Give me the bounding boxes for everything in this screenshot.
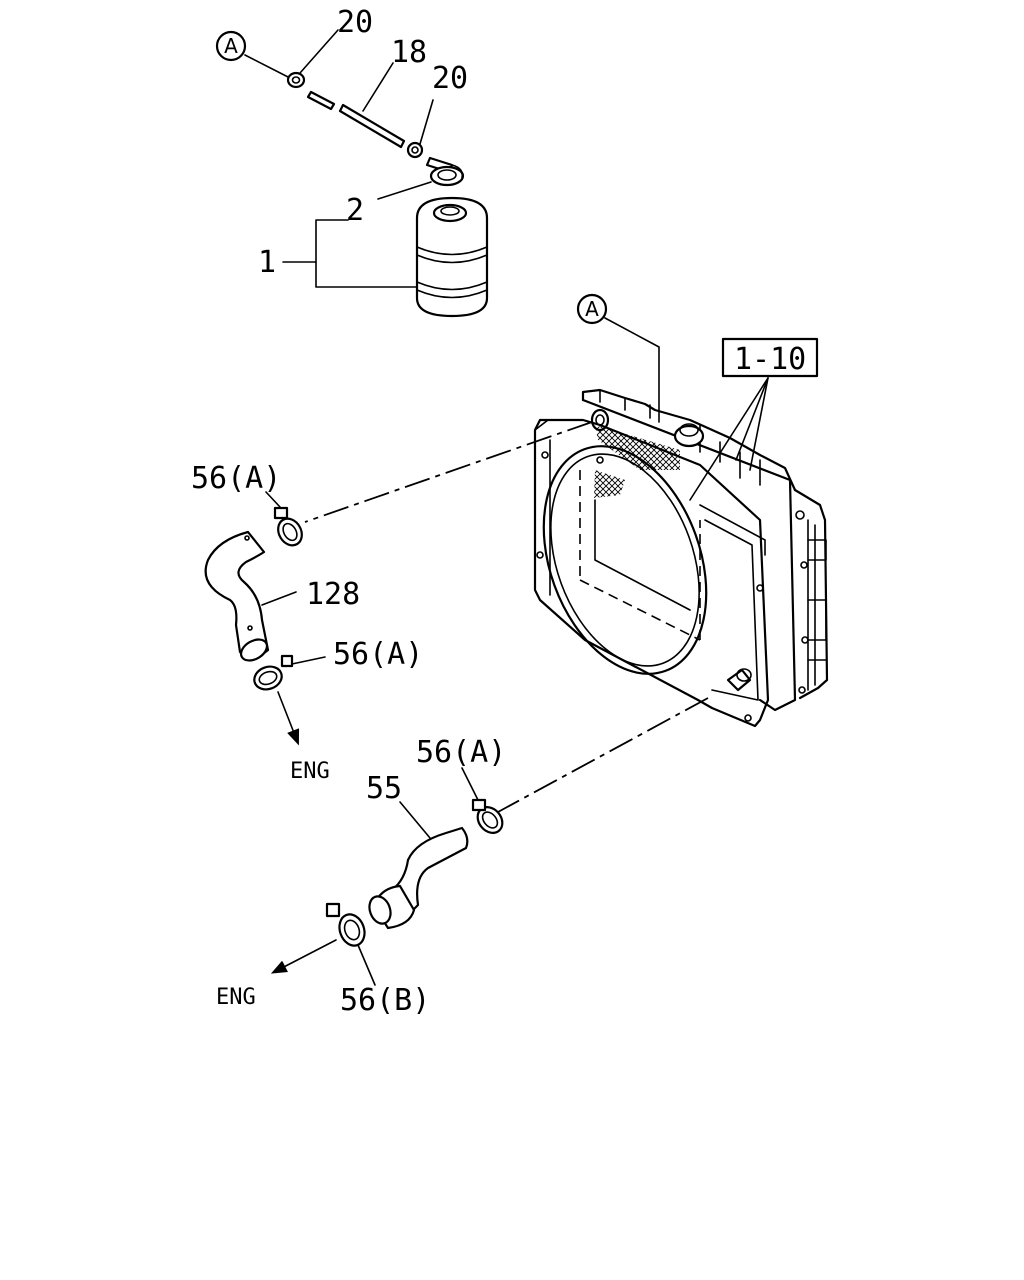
connection-line-upper: [304, 421, 593, 523]
label-part-18: 18: [391, 35, 427, 70]
label-part-1: 1: [258, 245, 276, 280]
reference-circle-a-top: A: [215, 30, 291, 79]
reserve-tank-1: [415, 196, 489, 318]
label-part-56a-upper: 56(A): [191, 461, 281, 496]
arrow-eng-lower: [270, 939, 337, 974]
radiator-core: [581, 388, 829, 712]
hose-18: [306, 62, 406, 149]
bracket-leader-part-1: [282, 219, 418, 288]
label-part-2: 2: [346, 193, 364, 228]
clamp-56a-middle: [253, 654, 326, 691]
clamp-56a-lower: [461, 767, 504, 834]
label-box-1-10: 1-10: [689, 337, 819, 501]
clip-20-lower: [406, 99, 434, 159]
label-eng-upper: ENG: [290, 759, 330, 784]
reference-circle-a-radiator-text: A: [585, 297, 599, 321]
tank-cap-2: [377, 156, 465, 200]
hose-128: [204, 530, 297, 662]
label-part-56b: 56(B): [340, 983, 430, 1018]
clamp-56a-upper: [265, 491, 303, 547]
label-part-56a-middle: 56(A): [333, 637, 423, 672]
label-part-1-10: 1-10: [734, 342, 806, 377]
clamp-56b: [325, 902, 376, 986]
arrow-eng-upper: [277, 691, 300, 746]
label-part-20-lower: 20: [432, 61, 468, 96]
label-part-56a-lower: 56(A): [416, 735, 506, 770]
reference-circle-a-radiator: A: [576, 293, 660, 423]
reference-circle-a-top-text: A: [224, 34, 238, 58]
connection-line-lower: [497, 697, 709, 813]
label-eng-lower: ENG: [216, 985, 256, 1010]
label-part-20-upper: 20: [337, 5, 373, 40]
label-part-55: 55: [366, 771, 402, 806]
clip-20-upper: [286, 29, 339, 89]
fan-shroud: [533, 418, 770, 728]
label-part-128: 128: [306, 577, 360, 612]
hose-55: [368, 801, 469, 930]
